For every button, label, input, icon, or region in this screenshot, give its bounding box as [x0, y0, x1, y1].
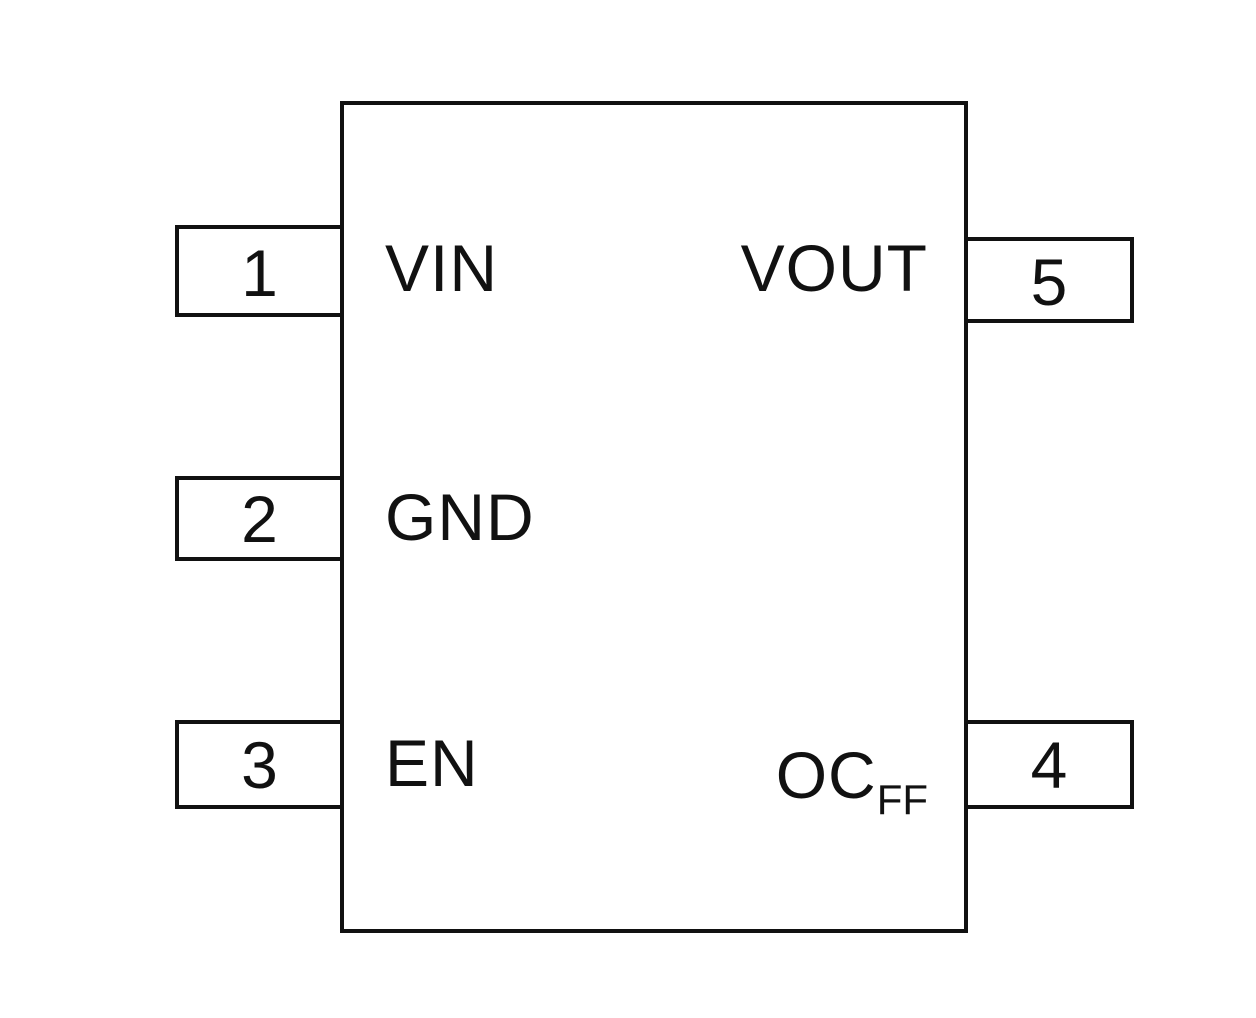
pin-2-number: 2 — [241, 481, 278, 556]
pin-1-number: 1 — [241, 236, 278, 310]
pin-2-box: 2 — [175, 476, 344, 561]
pin-4-label-subscript: FF — [876, 776, 928, 823]
pin-1-label: VIN — [385, 231, 499, 305]
pin-3-label: EN — [385, 726, 479, 800]
pin-4-box: 4 — [964, 720, 1134, 809]
pin-3-box: 3 — [175, 720, 344, 809]
pin-3-number: 3 — [241, 727, 278, 802]
pin-1-box: 1 — [175, 225, 344, 317]
pin-5-box: 5 — [964, 237, 1134, 323]
pin-5-number: 5 — [1030, 245, 1068, 319]
pin-4-label-main: OC — [775, 738, 877, 812]
pin-4-number: 4 — [1030, 727, 1068, 802]
pin-4-label: OCFF — [776, 742, 928, 821]
pin-2-label: GND — [385, 480, 535, 554]
chip-body — [340, 101, 968, 933]
pin-5-label: VOUT — [740, 231, 928, 305]
